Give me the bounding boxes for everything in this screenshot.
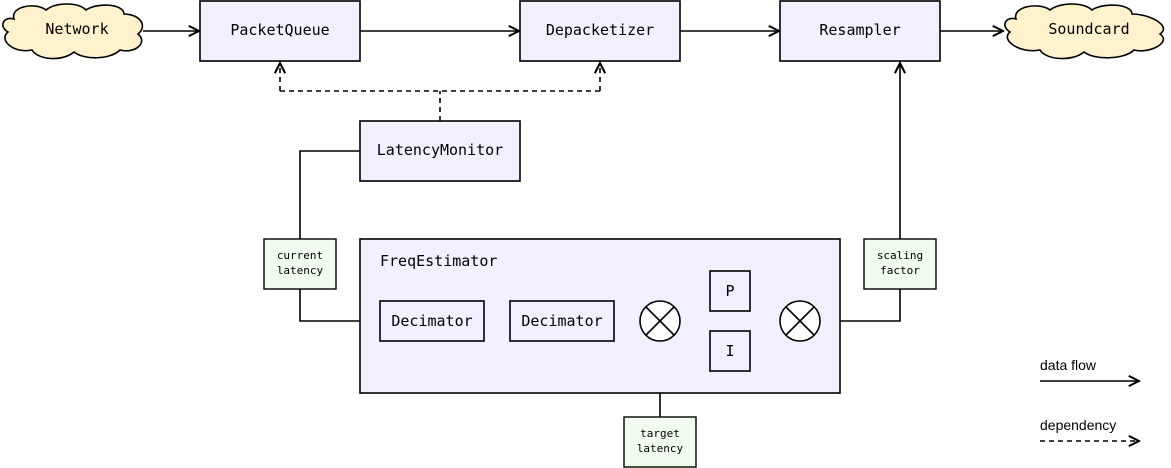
latencymonitor-node: LatencyMonitor (359, 120, 521, 182)
target-latency-line2: latency (637, 442, 684, 455)
current-latency-line2: latency (277, 264, 324, 277)
resampler-label: Resampler (819, 21, 900, 39)
depacketizer-node: Depacketizer (519, 0, 681, 62)
edge-latencymonitor-to-decimator (299, 150, 379, 321)
decimator-2-node: Decimator (509, 300, 615, 342)
scaling-factor-label-box: scaling factor (863, 238, 937, 290)
network-label: Network (45, 20, 108, 38)
latencymonitor-label: LatencyMonitor (377, 141, 503, 159)
p-block-label: P (725, 282, 734, 300)
scaling-factor-line2: factor (880, 264, 920, 277)
legend-dependency-label: dependency (1040, 417, 1116, 433)
comparator-icon (639, 300, 681, 342)
packetqueue-node: PacketQueue (199, 0, 361, 62)
current-latency-line1: current (277, 249, 323, 262)
decimator-1-label: Decimator (391, 312, 472, 330)
legend-data-flow-label: data flow (1040, 357, 1097, 373)
soundcard-cloud: Soundcard (1004, 3, 1165, 60)
soundcard-label: Soundcard (1048, 20, 1129, 38)
network-cloud: Network (2, 3, 144, 60)
resampler-node: Resampler (779, 0, 941, 62)
p-block-node: P (709, 270, 751, 312)
i-block-label: I (725, 342, 734, 360)
i-block-node: I (709, 330, 751, 372)
decimator-2-label: Decimator (521, 312, 602, 330)
edge-multiplier-to-resampler (820, 63, 900, 322)
multiplier-icon (779, 300, 821, 342)
depacketizer-label: Depacketizer (546, 21, 654, 39)
current-latency-label-box: current latency (263, 238, 337, 290)
scaling-factor-line1: scaling (877, 249, 923, 262)
freqestimator-label: FreqEstimator (380, 252, 497, 270)
target-latency-line1: target (640, 427, 680, 440)
legend: data flow dependency (1040, 357, 1139, 441)
packetqueue-label: PacketQueue (230, 21, 329, 39)
decimator-1-node: Decimator (379, 300, 485, 342)
target-latency-label-box: target latency (623, 416, 697, 468)
